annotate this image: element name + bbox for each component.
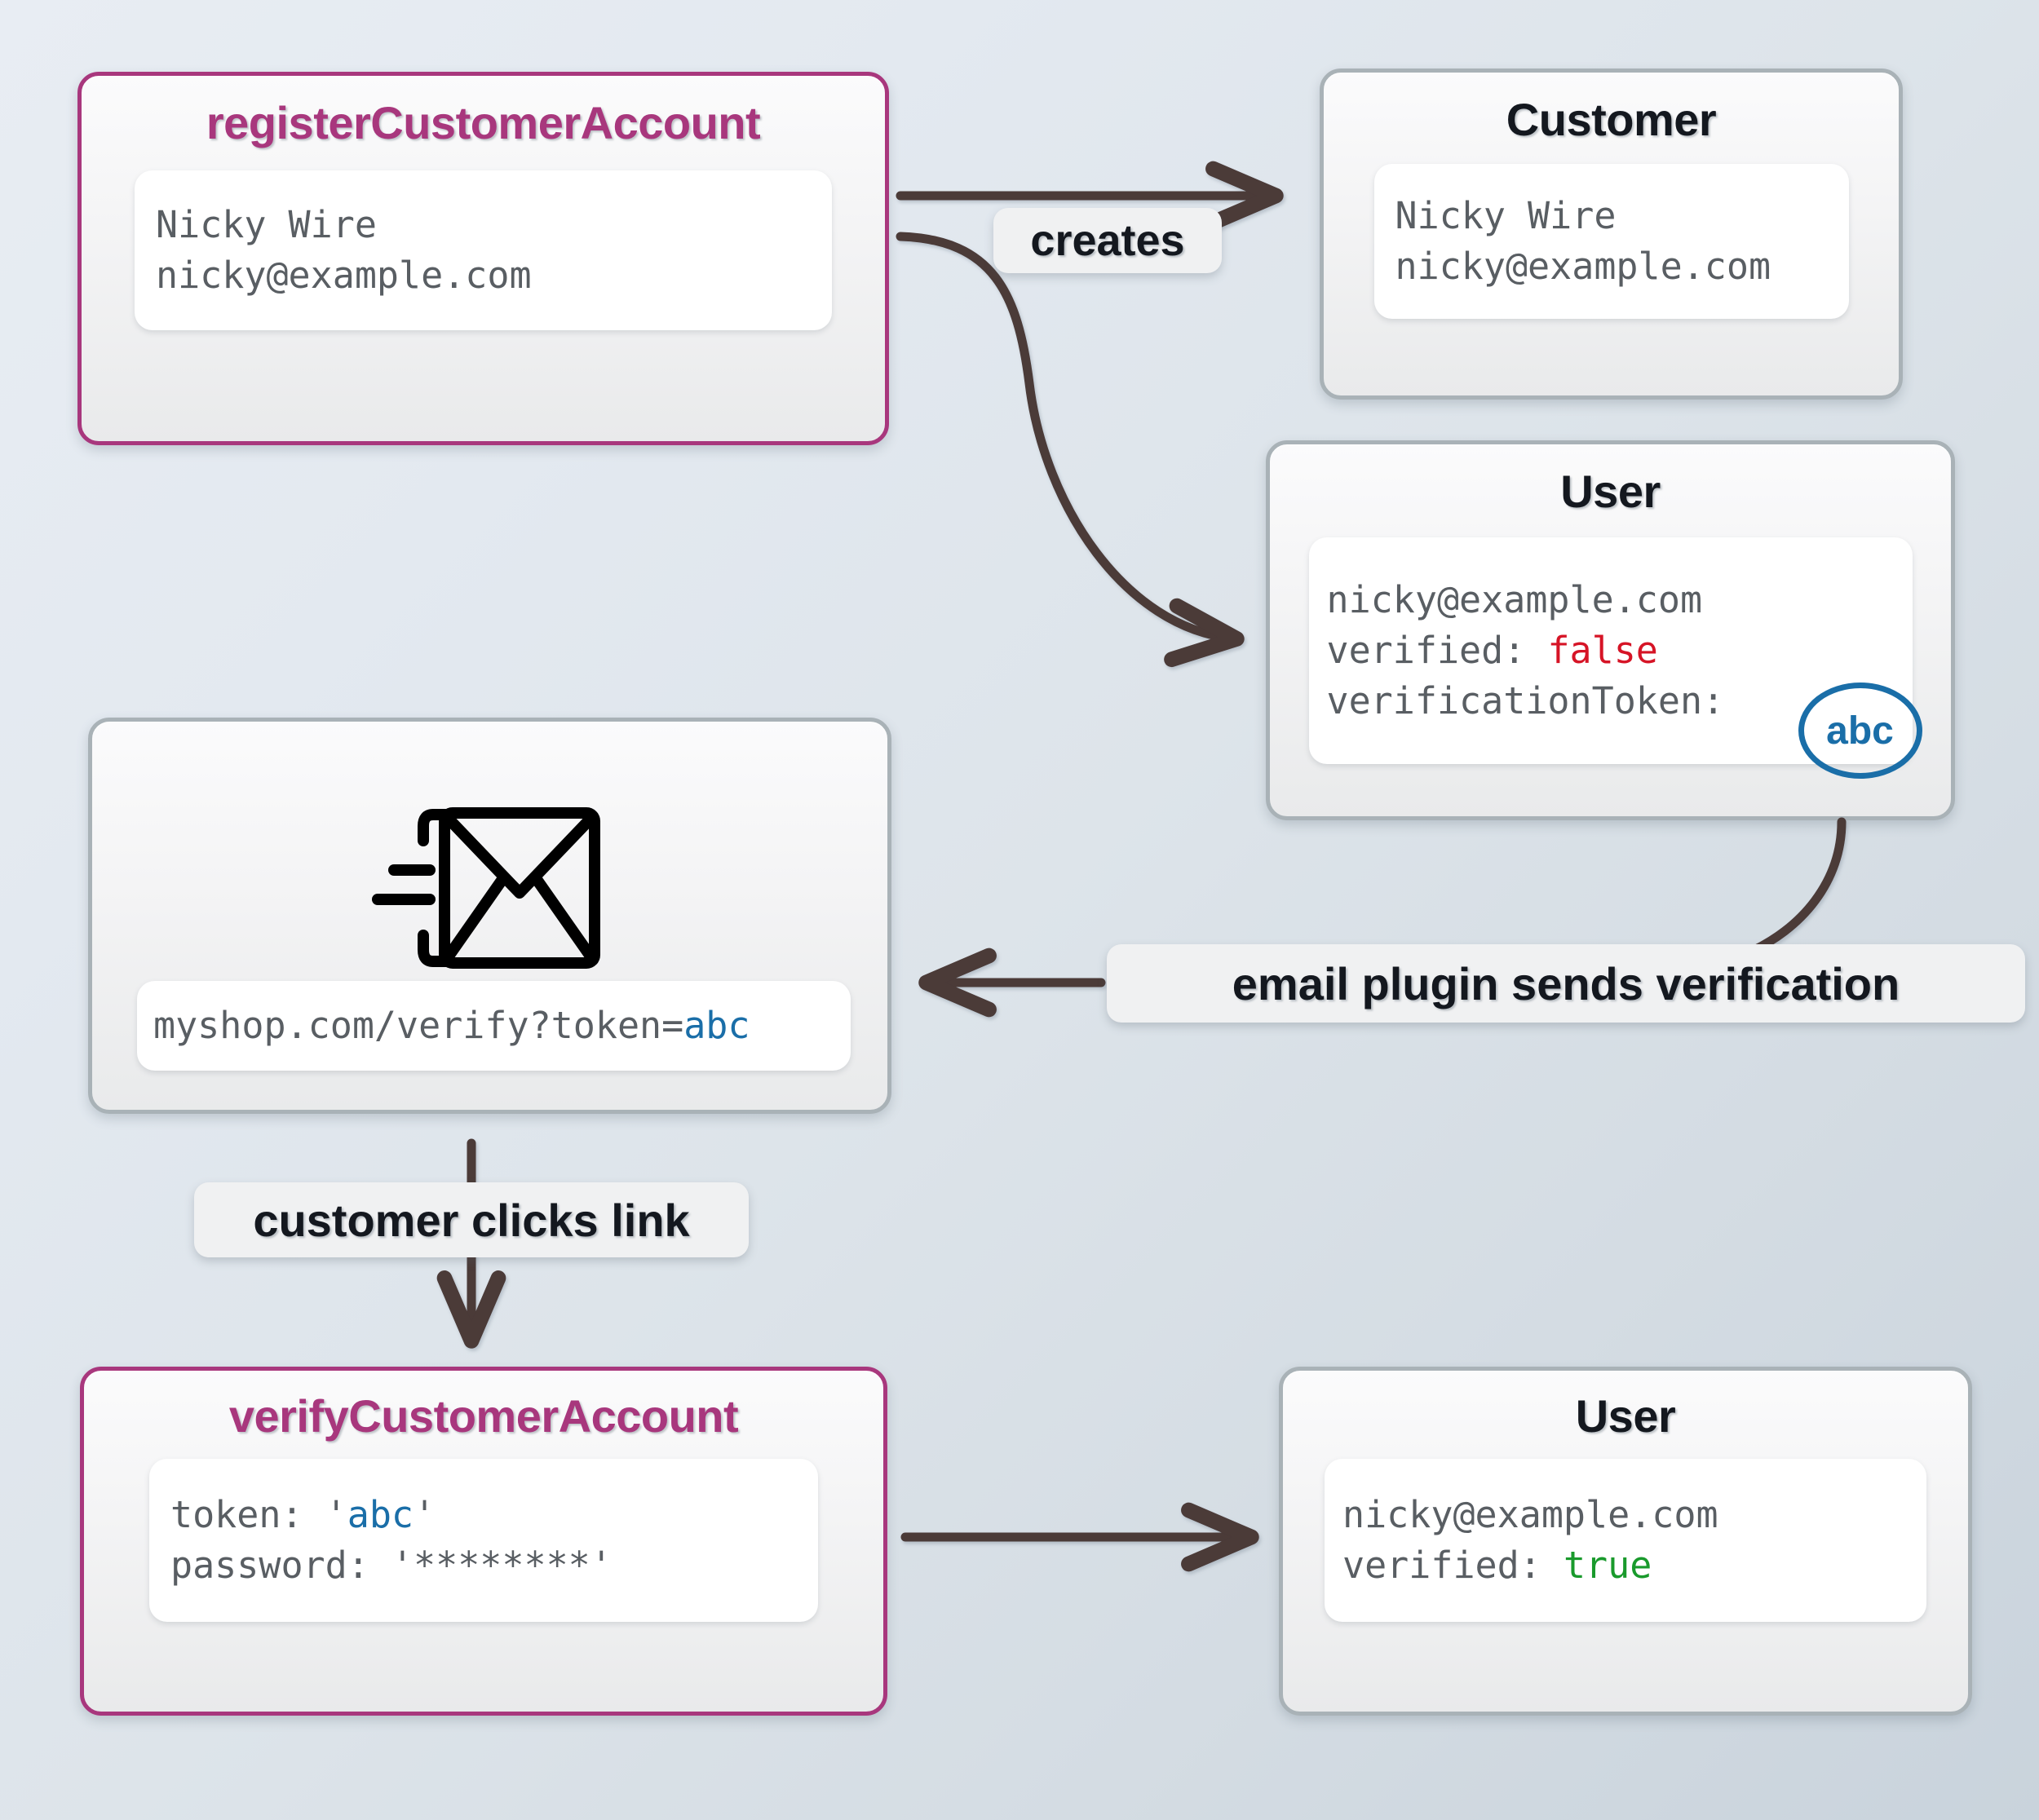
- customer-line-email: nicky@example.com: [1395, 245, 1771, 288]
- node-title-register: registerCustomerAccount: [206, 97, 761, 148]
- node-title-verify: verifyCustomerAccount: [228, 1390, 739, 1442]
- user2-line-email: nicky@example.com: [1342, 1492, 1718, 1536]
- edge-label-creates: creates: [993, 208, 1222, 273]
- user2-line-verified: verified: true: [1342, 1540, 1926, 1591]
- token-key: verificationToken:: [1326, 679, 1725, 723]
- verification-token-highlight-circle: abc: [1798, 682, 1922, 779]
- verify-quote-open: ': [325, 1492, 347, 1536]
- verify-line-password: password: '********': [170, 1544, 613, 1587]
- register-payload-panel: Nicky Wire nicky@example.com: [135, 170, 832, 330]
- verified-value-false: false: [1547, 628, 1658, 672]
- verified2-key: verified:: [1342, 1544, 1564, 1587]
- link-token: abc: [683, 1003, 750, 1047]
- register-line-name: Nicky Wire: [156, 202, 377, 246]
- user-verified-payload-panel: nicky@example.com verified: true: [1325, 1459, 1926, 1622]
- node-user-verified[interactable]: User nicky@example.com verified: true: [1279, 1367, 1972, 1716]
- node-title-user-unverified: User: [1560, 466, 1661, 517]
- verified-key: verified:: [1326, 628, 1548, 672]
- node-user-unverified[interactable]: User nicky@example.com verified: false v…: [1266, 440, 1955, 820]
- edge-label-customer-clicks: customer clicks link: [194, 1182, 749, 1257]
- verify-token-key: token:: [170, 1492, 325, 1536]
- verify-payload-panel: token: 'abc' password: '********': [149, 1459, 818, 1622]
- node-customer[interactable]: Customer Nicky Wire nicky@example.com: [1320, 68, 1903, 400]
- user-line-email: nicky@example.com: [1326, 577, 1703, 621]
- user-unverified-payload-panel: nicky@example.com verified: false verifi…: [1308, 537, 1922, 779]
- user-line-verified: verified: false: [1327, 625, 1913, 676]
- envelope-send-icon: [368, 785, 613, 993]
- node-verification-email[interactable]: myshop.com/verify?token=abc: [88, 718, 891, 1114]
- node-title-customer: Customer: [1506, 94, 1717, 145]
- verify-token-value: abc: [347, 1492, 414, 1536]
- register-line-email: nicky@example.com: [156, 254, 532, 297]
- verify-quote-close: ': [414, 1492, 436, 1536]
- customer-line-name: Nicky Wire: [1395, 193, 1617, 237]
- verified-value-true: true: [1563, 1544, 1652, 1587]
- customer-payload-panel: Nicky Wire nicky@example.com: [1373, 164, 1849, 319]
- node-register-customer-account[interactable]: registerCustomerAccount Nicky Wire nicky…: [77, 72, 889, 445]
- verification-token-value: abc: [1826, 709, 1894, 753]
- verify-line-token: token: 'abc': [170, 1490, 818, 1540]
- edge-user-to-emailplugin: [1740, 817, 1847, 959]
- node-title-user-verified: User: [1575, 1390, 1676, 1442]
- email-verification-link: myshop.com/verify?token=abc: [153, 1001, 851, 1051]
- edge-label-email-plugin: email plugin sends verification: [1107, 944, 2025, 1023]
- node-verify-customer-account[interactable]: verifyCustomerAccount token: 'abc' passw…: [80, 1367, 887, 1716]
- user-line-token: verificationToken:: [1327, 676, 1913, 727]
- email-link-panel: myshop.com/verify?token=abc: [137, 981, 851, 1071]
- edge-register-to-user: [896, 232, 1245, 667]
- link-prefix: myshop.com/verify?token=: [153, 1003, 684, 1047]
